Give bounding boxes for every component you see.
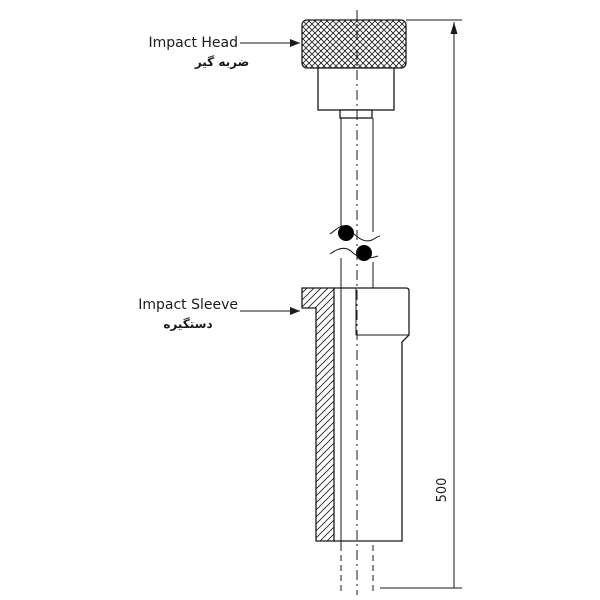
impact-sleeve (301, 287, 410, 542)
impact-sleeve-label-en: Impact Sleeve (138, 297, 238, 313)
impact-head (301, 19, 407, 119)
dimension-value: 500 (435, 478, 450, 503)
impact-head-shoulder (339, 109, 373, 119)
lower-rod (329, 245, 379, 545)
sleeve-body-outline (334, 287, 410, 542)
upper-rod (329, 118, 381, 242)
sleeve-hatched-section (301, 287, 335, 542)
impact-sleeve-label-fa: دستگیره (163, 317, 212, 331)
impact-head-label-en: Impact Head (149, 35, 238, 51)
impact-head-label-fa: ضربه گیر (194, 55, 249, 69)
impact-head-knurled-cap (301, 19, 407, 69)
dimension: 500 (380, 19, 462, 589)
upper-rod-break-line (329, 225, 381, 242)
rod-extension (340, 545, 374, 592)
lower-break-mark (356, 245, 372, 261)
upper-break-mark (338, 225, 354, 241)
impact-head-neck (317, 67, 395, 111)
impact-head-callout: Impact Head ضربه گیر (149, 35, 300, 69)
impact-sleeve-callout: Impact Sleeve دستگیره (138, 297, 300, 331)
